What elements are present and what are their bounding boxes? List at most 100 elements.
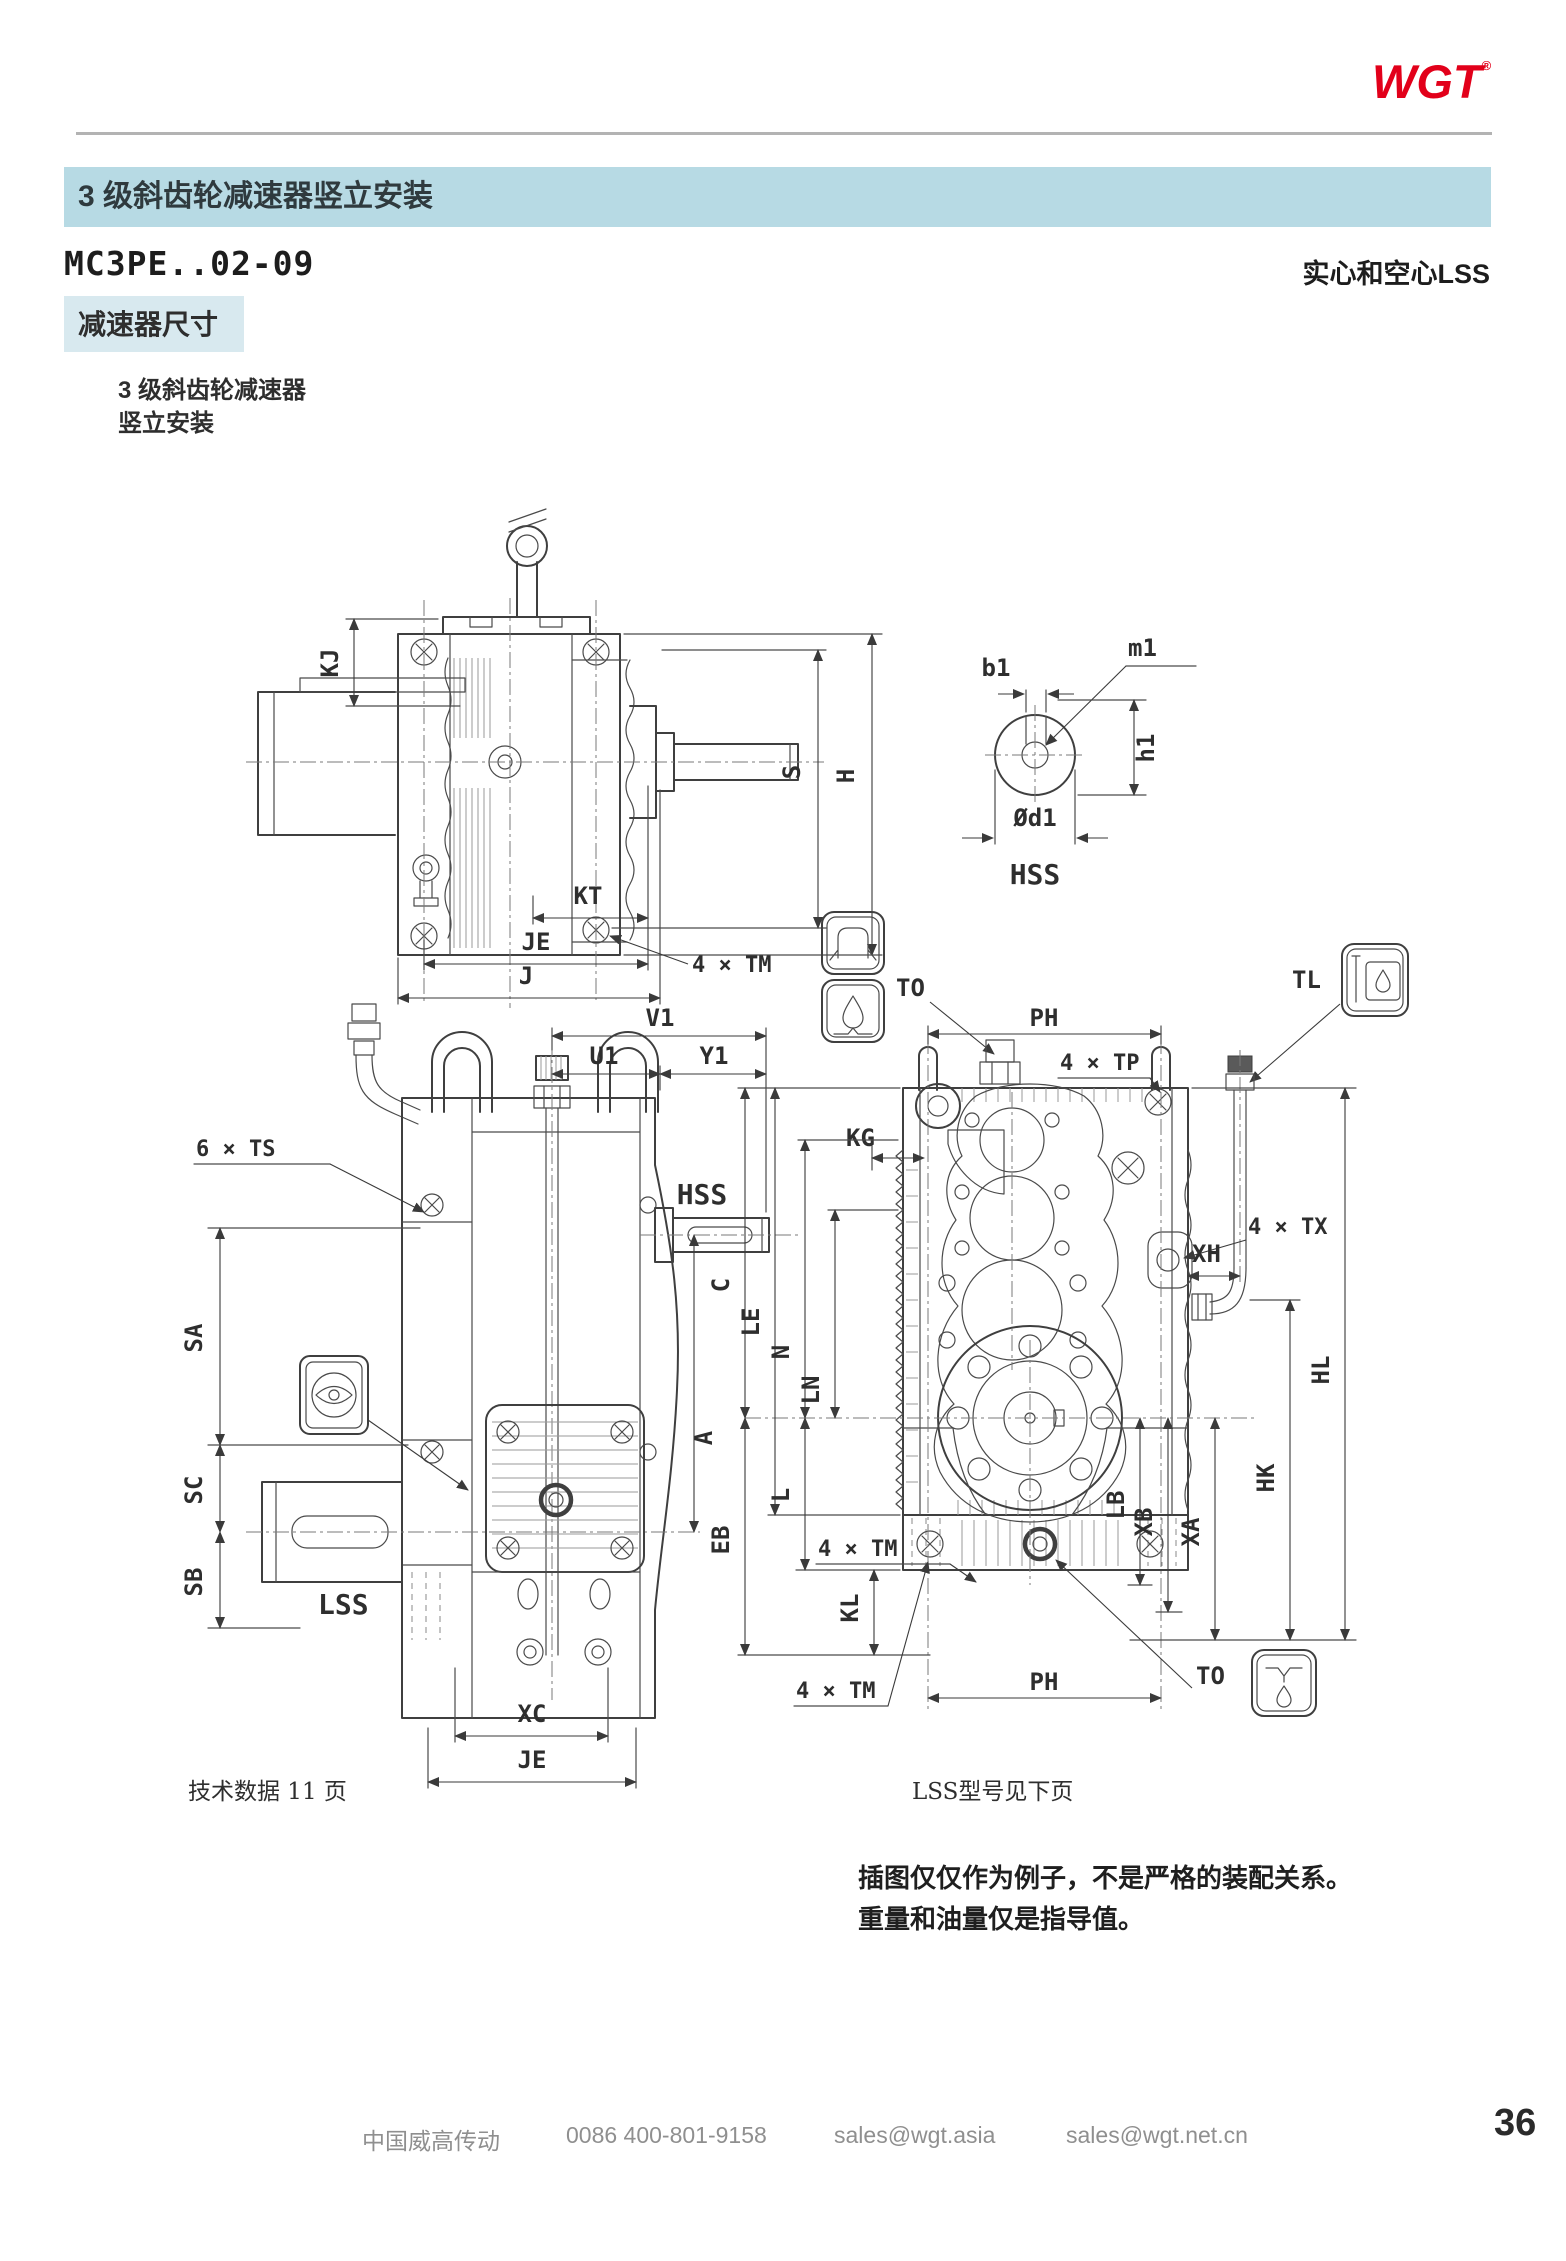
label-v1: V1 (646, 1004, 675, 1032)
page-number: 36 (1494, 2102, 1537, 2144)
model-code: MC3PE..02-09 (64, 244, 315, 283)
section-title-bar: 3 级斜齿轮减速器竖立安装 (64, 167, 1491, 227)
dim-v1: V1 U1 Y1 (551, 1004, 767, 1213)
tech-data-reference: 技术数据 11 页 (188, 1779, 347, 1805)
dim-kt: KT (532, 785, 649, 971)
lower-bolts (516, 1638, 612, 1666)
dim-ph-top: PH (927, 1004, 1162, 1045)
disclaimer-line2: 重量和油量仅是指导值。 (858, 1904, 1145, 1934)
label-s: S (778, 765, 806, 779)
label-je2: JE (518, 1746, 547, 1774)
label-le: LE (737, 1308, 765, 1337)
label-sc: SC (180, 1476, 208, 1505)
label-4xtm: 4 × TM (692, 953, 771, 978)
dim-h: H (623, 633, 883, 956)
dim-sa-sc-sb: SA SC SB (180, 1227, 421, 1629)
dim-a: A (689, 1234, 718, 1533)
dim-xc: XC (454, 1667, 609, 1743)
dim-d1: Ød1 (962, 769, 1108, 845)
label-xc: XC (518, 1700, 547, 1728)
label-xa: XA (1177, 1517, 1205, 1546)
dim-h1: h1 (1057, 699, 1160, 796)
dim-s: S (611, 649, 827, 929)
label-4xtp: 4 × TP (1060, 1051, 1139, 1076)
side-bolts (420, 1193, 657, 1464)
callout-4xtm-upper: 4 × TM (815, 1537, 977, 1583)
label-hl: HL (1307, 1356, 1335, 1385)
dim-j: J (397, 789, 661, 1005)
label-eb: EB (707, 1526, 735, 1555)
transport-bracket-icon (821, 911, 885, 975)
label-c: C (707, 1278, 735, 1292)
oil-level-icon (1341, 943, 1409, 1017)
section-title: 3 级斜齿轮减速器竖立安装 (78, 180, 434, 213)
label-tl: TL (1292, 966, 1321, 994)
footer-email-cn: sales@wgt.net.cn (1066, 2122, 1248, 2148)
label-kl: KL (836, 1594, 864, 1623)
drawing-caption-line2: 竖立安装 (118, 410, 214, 437)
label-4xtm-bottom: 4 × TM (796, 1679, 875, 1704)
subsection-heading: 减速器尺寸 (64, 296, 245, 352)
drawing-side-view: KJ S H KT JE J 4 × TM (246, 508, 883, 1008)
oil-drain-icon (1251, 1649, 1317, 1717)
oil-level-pipe (1191, 1055, 1255, 1321)
label-h: H (832, 769, 860, 783)
dim-ph-bottom: PH (927, 1668, 1162, 1703)
callout-to-bottom: TO (1055, 1559, 1225, 1690)
label-to-top: TO (896, 974, 925, 1002)
callout-to-top: TO (896, 974, 995, 1055)
label-h1: h1 (1132, 734, 1160, 763)
label-d1: Ød1 (1012, 804, 1056, 832)
label-sa: SA (180, 1323, 208, 1352)
drawing-caption-line1: 3 级斜齿轮减速器 (118, 377, 307, 404)
label-hss-shaft: HSS (677, 1178, 728, 1211)
oil-fill-icon (821, 979, 885, 1043)
label-kj: KJ (316, 649, 344, 678)
lss-model-reference: LSS型号见下页 (912, 1779, 1074, 1805)
dim-xh: XH (1187, 1240, 1241, 1281)
dim-je: JE (423, 928, 649, 971)
label-kg: KG (846, 1124, 875, 1152)
label-ln: LN (797, 1376, 825, 1405)
callout-6xts: 6 × TS (193, 1137, 425, 1213)
label-4xtx: 4 × TX (1248, 1215, 1327, 1240)
label-m1: m1 (1128, 634, 1157, 662)
dim-left-chain: C LE N LN L EB KL (707, 1087, 931, 1656)
label-ph-top: PH (1030, 1004, 1059, 1032)
label-4xtm-upper: 4 × TM (818, 1537, 897, 1562)
label-hk: HK (1252, 1463, 1280, 1492)
sight-glass-icon (299, 1355, 469, 1491)
label-to-bottom: TO (1196, 1662, 1225, 1690)
label-y1: Y1 (700, 1042, 729, 1070)
callout-m1: m1 (1045, 634, 1197, 746)
top-rule (76, 132, 1492, 135)
label-hss-caption: HSS (1010, 858, 1061, 891)
shaft-type-note: 实心和空心LSS (1302, 259, 1490, 289)
dim-kg: KG (846, 1124, 925, 1171)
label-l: L (767, 1488, 795, 1502)
footer-phone: 0086 400-801-9158 (566, 2122, 767, 2148)
label-j: J (519, 962, 533, 990)
base-bolts (916, 1530, 1164, 1558)
label-ph-bottom: PH (1030, 1668, 1059, 1696)
callout-4xtm-bottom: 4 × TM (793, 1561, 930, 1707)
label-b1: b1 (982, 654, 1011, 682)
label-u1: U1 (590, 1042, 619, 1070)
label-xb: XB (1130, 1508, 1158, 1537)
callout-4xtm: 4 × TM (609, 935, 771, 978)
registered-mark: ® (1481, 58, 1492, 73)
drawing-housing-view: TO TL (707, 911, 1409, 1717)
footer-company: 中国威高传动 (362, 2128, 500, 2154)
callout-4xtp: 4 × TP (1057, 1051, 1161, 1093)
hss-shaft-detail: b1 m1 h1 Ød1 HSS (962, 634, 1197, 891)
panel-bolts (496, 1420, 634, 1560)
dim-right-chain: LB XB XA HK HL (1102, 1087, 1357, 1641)
dim-b1: b1 (982, 654, 1074, 713)
disclaimer-line1: 插图仅仅作为例子，不是严格的装配关系。 (858, 1863, 1353, 1893)
callout-tl: TL (1249, 966, 1341, 1083)
callout-4xtx: 4 × TX (1183, 1215, 1327, 1260)
label-kt: KT (574, 882, 603, 910)
label-sb: SB (180, 1568, 208, 1597)
wgt-logo: WGT® (1372, 55, 1492, 108)
label-xh: XH (1192, 1240, 1221, 1268)
